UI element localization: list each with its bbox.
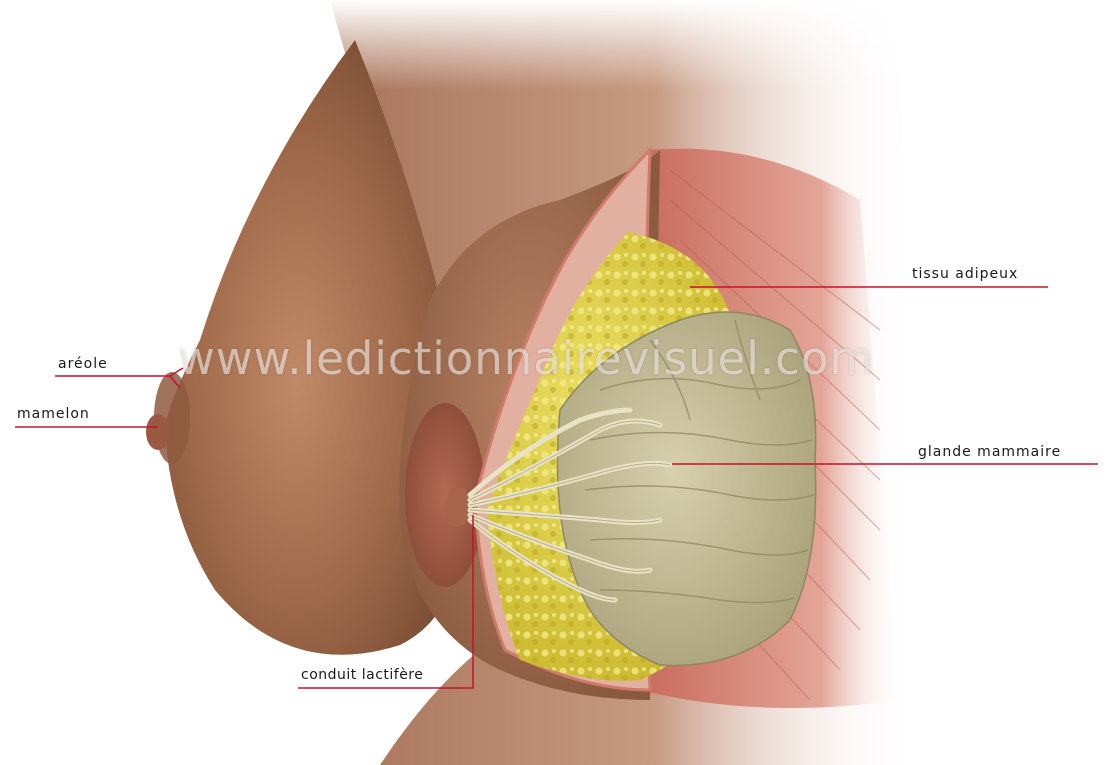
- label-conduit-lactifere: conduit lactifère: [301, 667, 423, 683]
- label-tissu-adipeux: tissu adipeux: [912, 266, 1018, 282]
- left-nipple: [146, 414, 170, 450]
- label-glande-mammaire: glande mammaire: [918, 444, 1061, 460]
- watermark-text: www.ledictionnairevisuel.com: [178, 332, 874, 385]
- label-mamelon: mamelon: [17, 406, 90, 422]
- right-nipple: [445, 487, 471, 527]
- label-areole: aréole: [58, 356, 108, 372]
